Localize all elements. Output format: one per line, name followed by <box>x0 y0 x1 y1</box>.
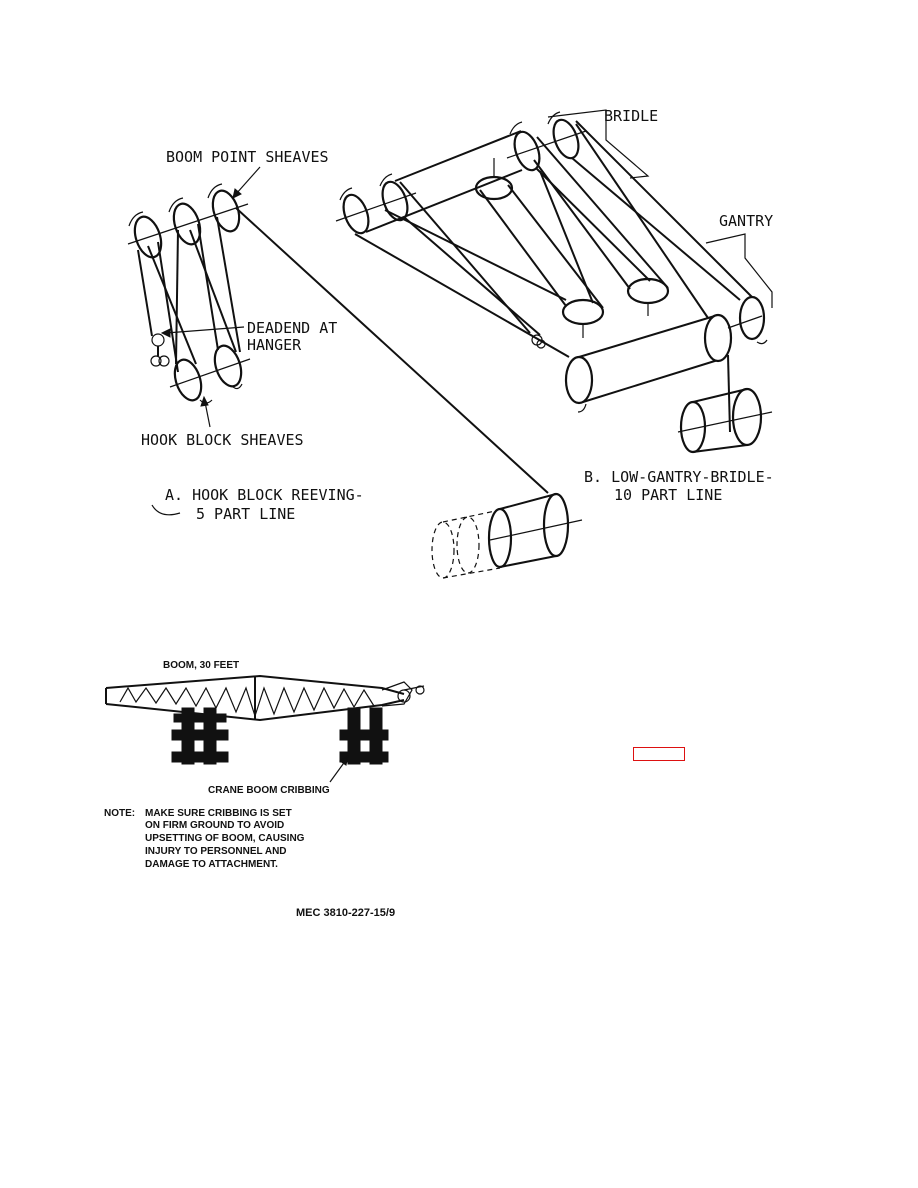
deadend-hook <box>150 333 170 367</box>
hook-block-sheaves <box>169 344 251 404</box>
cribbing-label: CRANE BOOM CRIBBING <box>208 785 330 796</box>
figure-b-gantry-bridle: BRIDLE GANTRY B. LOW-GANTRY-BRIDLE- 10 P… <box>335 107 774 504</box>
boom-point-sheaves <box>127 183 249 259</box>
note-line-4: INJURY TO PERSONNEL AND <box>145 846 287 857</box>
highlight-box <box>633 747 685 761</box>
figure-b-caption-line2: 10 PART LINE <box>614 486 722 504</box>
figure-code: MEC 3810-227-15/9 <box>296 907 395 919</box>
gantry-bridle-cables <box>354 120 753 433</box>
hoist-drum <box>431 492 583 579</box>
note-line-3: UPSETTING OF BOOM, CAUSING <box>145 833 305 844</box>
hook-block-cables <box>137 216 245 373</box>
deadend-label-line2: HANGER <box>247 336 302 354</box>
figure-a-caption-line1: A. HOOK BLOCK REEVING- <box>165 486 364 504</box>
figure-a-hook-block-reeving: BOOM POINT SHEAVES DEADEND AT HANGER HOO… <box>127 148 549 523</box>
note-line-1: MAKE SURE CRIBBING IS SET <box>145 808 292 819</box>
boom-point-sheaves-label: BOOM POINT SHEAVES <box>166 148 329 166</box>
boom-cribbing-figure: BOOM, 30 FEET CRANE BOOM CRIBBING NOTE: … <box>104 660 425 870</box>
bridle-label: BRIDLE <box>604 107 658 125</box>
note-line-2: ON FIRM GROUND TO AVOID <box>145 820 284 831</box>
note-line-5: DAMAGE TO ATTACHMENT. <box>145 859 278 870</box>
gantry-label: GANTRY <box>719 212 773 230</box>
boom-length-label: BOOM, 30 FEET <box>163 660 239 671</box>
note-prefix: NOTE: <box>104 808 135 819</box>
deadend-label-line1: DEADEND AT <box>247 319 337 337</box>
figure-b-caption-line1: B. LOW-GANTRY-BRIDLE- <box>584 468 774 486</box>
hook-block-sheaves-label: HOOK BLOCK SHEAVES <box>141 431 304 449</box>
figure-a-caption-line2: 5 PART LINE <box>196 505 295 523</box>
